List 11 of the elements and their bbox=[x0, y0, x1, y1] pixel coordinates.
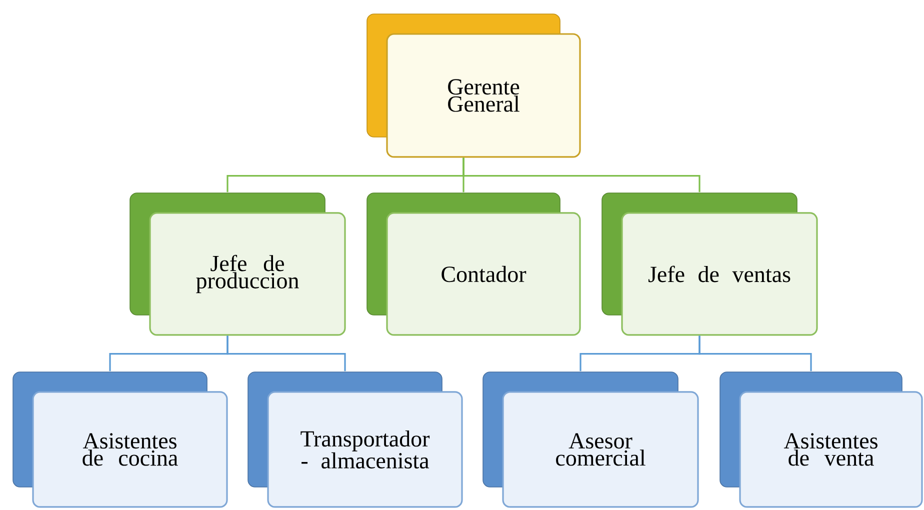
org-box: Contador bbox=[366, 192, 581, 336]
connector-line bbox=[698, 336, 812, 372]
org-box: Jefe de produccion bbox=[130, 192, 346, 336]
org-box: Asesor comercial bbox=[482, 372, 699, 508]
org-box: Asistentes de cocina bbox=[12, 372, 228, 508]
org-box: Jefe de ventas bbox=[602, 192, 818, 336]
connector-line bbox=[462, 158, 700, 192]
connector-line bbox=[226, 336, 346, 372]
org-box: Gerente General bbox=[366, 14, 581, 158]
org-box: Asistentes de venta bbox=[720, 372, 923, 508]
org-box: Transportador - almacenista bbox=[248, 372, 463, 508]
